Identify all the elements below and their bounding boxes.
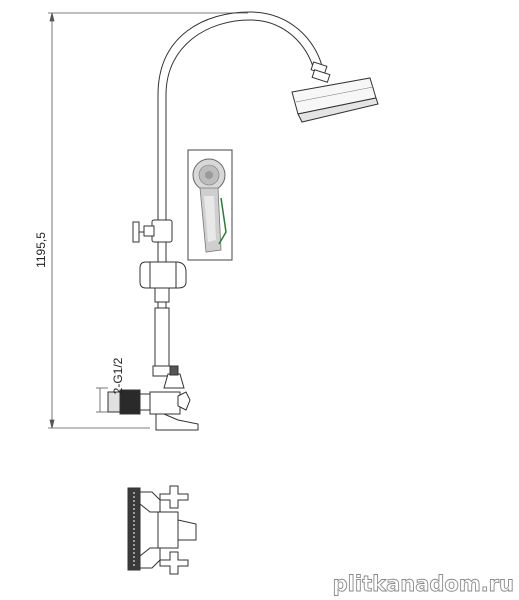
shower-head-face [297,97,379,123]
riser-pipe [157,11,323,320]
mixer-front-view [96,365,199,431]
dimension-arrow-bottom [49,419,55,429]
watermark-text: plitkanadom.ru [333,572,514,596]
height-dimension-label: 1195,5 [34,232,48,268]
mixer-top-view [127,485,197,575]
spout-top [177,519,197,541]
connection-label: 2-G1/2 [111,357,125,394]
mixer-body [149,391,181,415]
lower-pipe [152,307,172,377]
shower-head-nut [311,69,331,83]
dimension-arrow-top [49,12,55,22]
shower-head [291,61,379,123]
bath-spout [155,413,199,431]
mixer-body-top [157,511,179,549]
cross-handle-bottom [159,551,189,575]
cross-handle [177,391,191,411]
hand-shower-holder [139,261,187,303]
hand-shower-inset [187,149,233,261]
cross-handle-top [159,485,189,509]
slide-bar-clamp [132,219,173,243]
height-dimension [48,12,248,429]
clamp-knob [132,221,140,243]
mixer-handle [163,373,185,389]
